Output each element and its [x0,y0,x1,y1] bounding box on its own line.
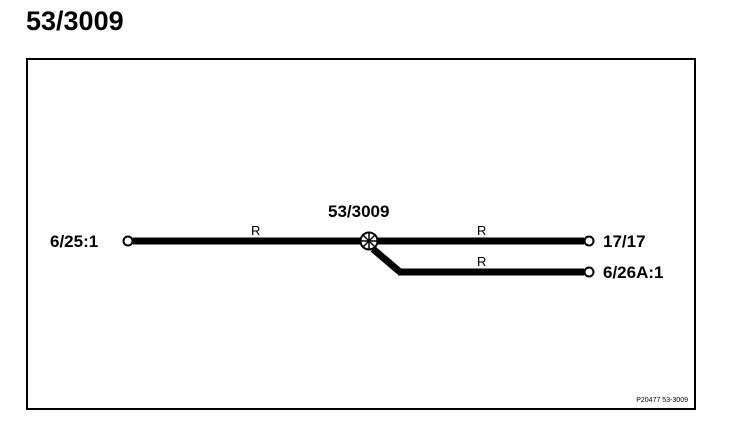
segment-right-bottom-label: R [477,254,486,269]
terminal-right-top-label: 17/17 [603,232,646,251]
terminal-left-label: 6/25:1 [50,232,98,251]
junction-label: 53/3009 [328,202,389,221]
diagram-frame: P20477 53-3009 [26,58,696,410]
terminal-right-bottom-label: 6/26A:1 [603,263,663,282]
junction-node [359,231,379,251]
terminal-left-node [122,235,134,247]
segment-right-top-label: R [477,223,486,238]
page-title: 53/3009 [26,6,124,36]
terminal-right-bottom-node [583,266,595,278]
segment-branch-diagonal [370,246,403,275]
reference-code: P20477 53-3009 [636,397,688,404]
segment-left-label: R [251,223,260,238]
terminal-right-top-node [583,235,595,247]
